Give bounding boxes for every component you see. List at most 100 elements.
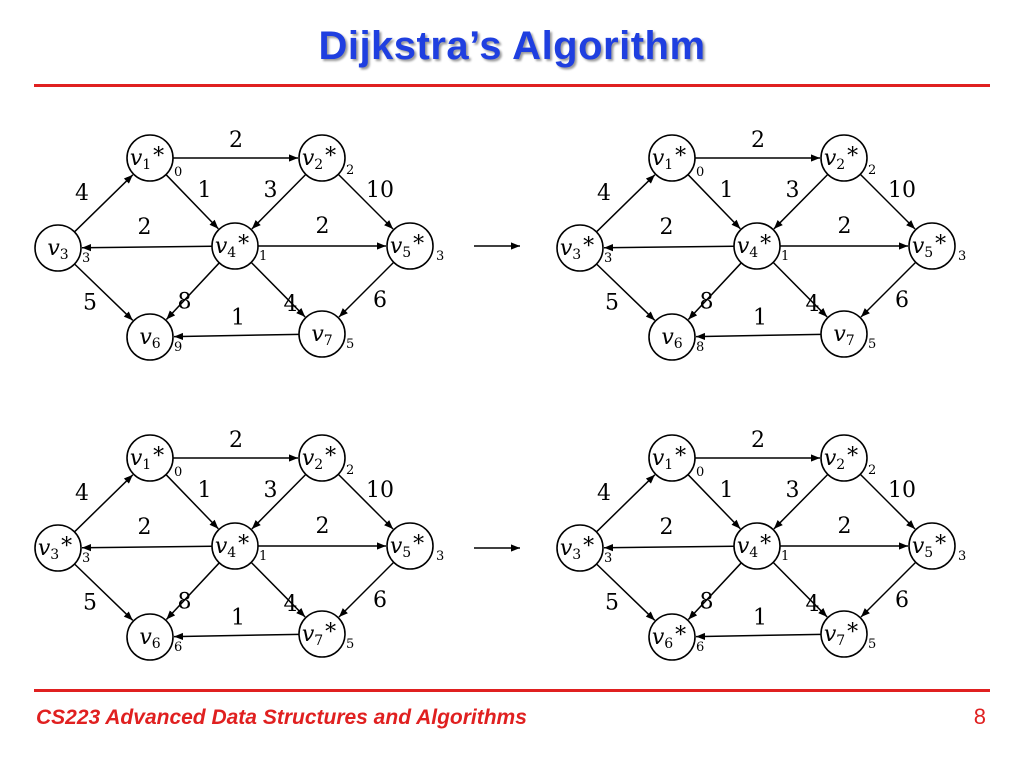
edge-v4-v6 — [687, 262, 742, 320]
node-label-v5: v5* — [390, 232, 424, 261]
edge-v4-v6 — [687, 562, 742, 620]
edge-weight-v3-v6: 5 — [605, 591, 619, 616]
edge-v4-v7 — [250, 561, 306, 618]
dist-label-v7: 5 — [346, 637, 354, 652]
node-circle-v1 — [126, 134, 174, 182]
edge-v4-v7 — [250, 261, 306, 318]
edge-v4-v3 — [81, 244, 213, 252]
node-circle-v3 — [34, 224, 82, 272]
node-label-v1: v1* — [652, 144, 686, 173]
edge-weight-v5-v7: 6 — [373, 588, 387, 613]
edge-weight-v3-v6: 5 — [83, 291, 97, 316]
node-label-v3: v3 — [47, 236, 68, 263]
dist-label-v5: 3 — [958, 249, 966, 264]
dist-label-v5: 3 — [436, 249, 444, 264]
edge-weight-v5-v7: 6 — [895, 588, 909, 613]
node-circle-v4 — [733, 522, 781, 570]
edge-v2-v5 — [337, 173, 394, 230]
edge-weight-v3-v1: 4 — [597, 181, 611, 206]
node-label-v1: v1* — [652, 444, 686, 473]
node-circle-v3 — [556, 524, 604, 572]
node-circle-v3 — [34, 524, 82, 572]
node-label-v6: v6 — [139, 625, 160, 652]
node-label-v5: v5* — [390, 532, 424, 561]
edge-weight-v7-v6: 1 — [231, 606, 245, 631]
node-circle-v6 — [648, 613, 696, 661]
dist-label-v1: 0 — [696, 165, 704, 180]
dist-label-v6: 8 — [696, 340, 704, 355]
node-circle-v7 — [298, 310, 346, 358]
node-circle-v2 — [298, 134, 346, 182]
node-circle-v2 — [298, 434, 346, 482]
node-label-v5: v5* — [912, 232, 946, 261]
edge-v3-v6 — [596, 563, 656, 621]
node-label-v1: v1* — [130, 144, 164, 173]
node-v2: v2*2 — [298, 434, 354, 482]
node-v2: v2*2 — [298, 134, 354, 182]
node-circle-v3 — [556, 224, 604, 272]
node-v1: v1* 0 — [126, 434, 182, 482]
dist-label-v2: 2 — [346, 163, 354, 178]
footer-divider — [34, 689, 990, 692]
edge-weight-v2-v5: 10 — [366, 478, 394, 503]
edge-v2-v4 — [251, 173, 307, 230]
edge-weight-v1-v2: 2 — [229, 128, 243, 153]
dist-label-v1: 0 — [174, 465, 182, 480]
node-v2: v2*2 — [820, 134, 876, 182]
edge-v2-v5 — [337, 473, 394, 530]
edge-weight-v2-v5: 10 — [888, 478, 916, 503]
edge-weight-v2-v4: 3 — [786, 478, 800, 503]
edge-weight-v4-v7: 4 — [284, 292, 298, 317]
edge-weight-v4-v5: 2 — [838, 214, 852, 239]
page-number: 8 — [973, 704, 986, 729]
footer-course-title: CS223 Advanced Data Structures and Algor… — [36, 706, 527, 729]
node-v5: v5*3 — [908, 522, 966, 570]
edge-v3-v6 — [74, 563, 134, 621]
edge-weight-v2-v5: 10 — [366, 178, 394, 203]
edge-weight-v4-v5: 2 — [316, 514, 330, 539]
node-v1: v1* 0 — [648, 134, 704, 182]
edge-v4-v3 — [603, 544, 735, 552]
node-v4: v4*1 — [211, 222, 267, 270]
dist-label-v3: 3 — [82, 551, 90, 566]
node-label-v2: v2* — [824, 144, 858, 173]
edge-weight-v1-v2: 2 — [751, 128, 765, 153]
dist-label-v2: 2 — [868, 463, 876, 478]
node-label-v5: v5* — [912, 532, 946, 561]
node-circle-v4 — [211, 222, 259, 270]
edge-weight-v1-v4: 1 — [198, 178, 212, 203]
edge-weight-v7-v6: 1 — [753, 306, 767, 331]
node-circle-v6 — [648, 313, 696, 361]
edge-v7-v6 — [695, 632, 822, 641]
edge-v7-v6 — [695, 332, 822, 341]
edge-weight-v2-v4: 3 — [786, 178, 800, 203]
node-circle-v6 — [126, 313, 174, 361]
node-v1: v1* 0 — [648, 434, 704, 482]
title-divider — [34, 84, 990, 87]
dist-label-v4: 1 — [259, 249, 267, 264]
edge-v5-v7 — [338, 261, 395, 318]
edge-v4-v6 — [165, 262, 220, 320]
edge-weight-v2-v4: 3 — [264, 178, 278, 203]
node-circle-v5 — [386, 522, 434, 570]
edge-v4-v7 — [772, 261, 828, 318]
edge-weight-v1-v2: 2 — [229, 428, 243, 453]
edge-weight-v4-v5: 2 — [838, 514, 852, 539]
edge-weight-v4-v3: 2 — [660, 515, 674, 540]
edge-weight-v4-v6: 8 — [700, 590, 714, 615]
dist-label-v1: 0 — [696, 465, 704, 480]
node-label-v4: v4* — [737, 532, 771, 561]
node-circle-v1 — [126, 434, 174, 482]
edge-v3-v1 — [73, 474, 134, 533]
node-label-v3: v3* — [560, 234, 594, 263]
node-label-v1: v1* — [130, 444, 164, 473]
node-label-v3: v3* — [38, 534, 72, 563]
edge-weight-v4-v5: 2 — [316, 214, 330, 239]
edge-v2-v5 — [859, 173, 916, 230]
edge-v4-v7 — [772, 561, 828, 618]
node-label-v7: v7* — [302, 620, 336, 649]
